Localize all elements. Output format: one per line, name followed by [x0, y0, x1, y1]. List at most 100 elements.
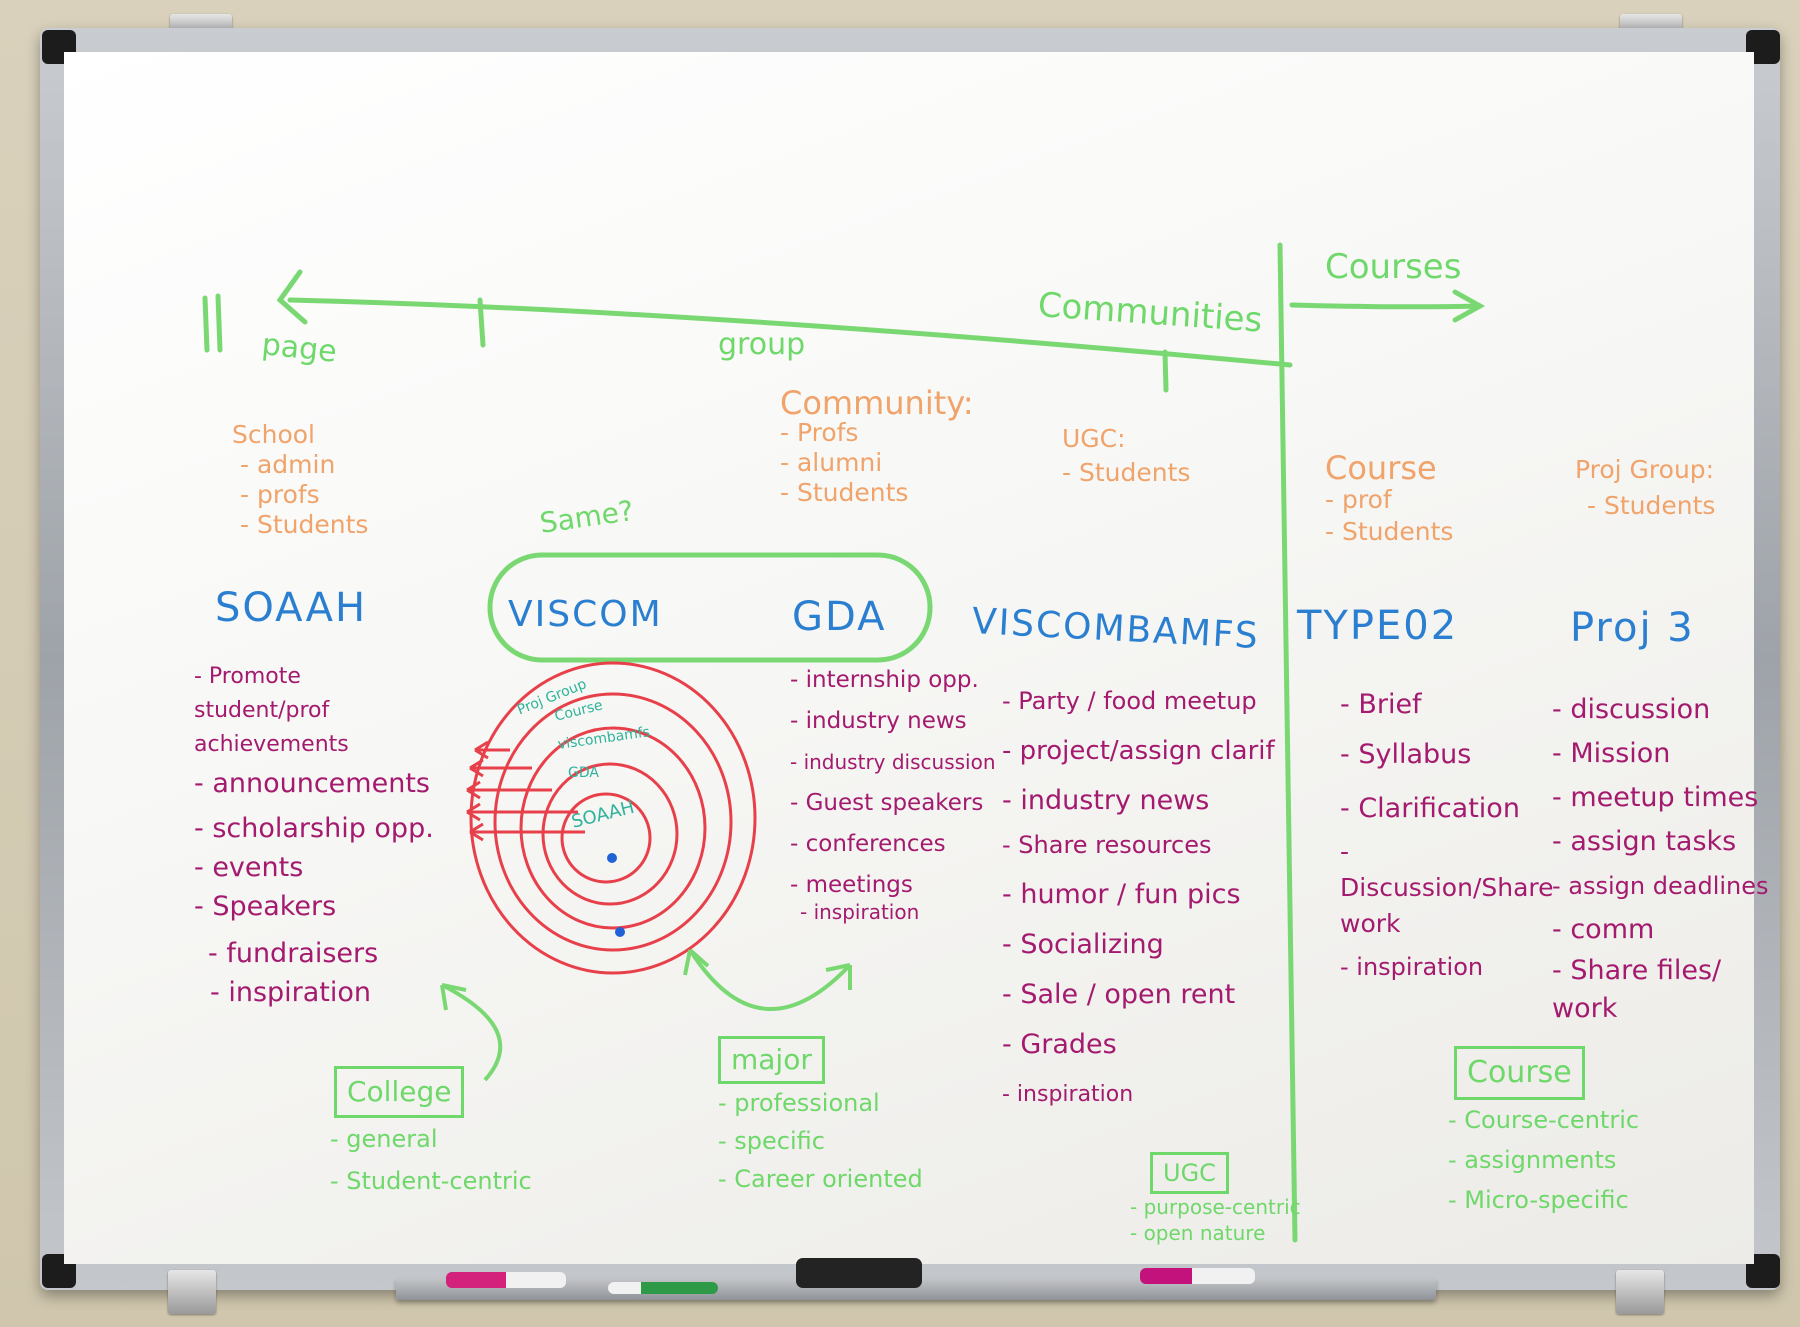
audience-course-title: Course: [1325, 449, 1437, 487]
magenta-marker[interactable]: [1140, 1268, 1255, 1284]
category-major-item: - specific: [718, 1127, 825, 1155]
pink-marker[interactable]: [446, 1272, 566, 1288]
viscombamfs-item: - project/assign clarif: [1002, 736, 1275, 766]
viscombamfs-item: - Party / food meetup: [1002, 687, 1257, 715]
viscombamfs-item: - Sale / open rent: [1002, 979, 1236, 1010]
proj3-list: - discussion - Mission - meetup times - …: [1552, 688, 1769, 1028]
soaah-item: - events: [194, 852, 304, 883]
category-college: College - general - Student-centric: [330, 1066, 532, 1202]
audience-school-item: - admin: [240, 450, 336, 479]
viscombamfs-item: - inspiration: [1002, 1082, 1134, 1107]
proj3-item: - assign tasks: [1552, 826, 1737, 857]
audience-community-item: - alumni: [780, 448, 883, 477]
timeline-arrow: [202, 242, 1486, 1243]
audience-community: Community: - Profs - alumni - Students: [780, 384, 974, 508]
category-course-item: - Micro-specific: [1448, 1186, 1629, 1214]
category-course-item: - Course-centric: [1448, 1106, 1640, 1134]
proj3-item: - meetup times: [1552, 782, 1759, 813]
group-title-soaah: SOAAH: [215, 585, 368, 631]
category-major-item: - professional: [718, 1089, 880, 1117]
audience-projgroup: Proj Group: - Students: [1575, 452, 1715, 524]
concentric-rings: [469, 661, 757, 975]
audience-community-item: - Profs: [780, 418, 859, 447]
audience-projgroup-title: Proj Group:: [1575, 455, 1715, 484]
soaah-item: - Promote student/prof achievements: [194, 664, 349, 757]
timeline-courses-label: Courses: [1325, 247, 1462, 287]
soaah-item: - fundraisers: [208, 938, 379, 969]
category-major-item: - Career oriented: [718, 1165, 923, 1193]
audience-community-title: Community:: [780, 384, 974, 422]
category-course-title: Course: [1454, 1046, 1585, 1100]
type02-list: - Brief - Syllabus - Clarification - Dis…: [1340, 680, 1554, 992]
audience-school-title: School: [232, 420, 315, 449]
category-ugc-item: - open nature: [1130, 1221, 1266, 1245]
whiteboard-eraser[interactable]: [796, 1258, 922, 1288]
audience-course-item: - Students: [1325, 517, 1454, 546]
category-ugc-title: UGC: [1150, 1152, 1229, 1194]
category-college-title: College: [334, 1066, 465, 1118]
gda-item: - Guest speakers: [790, 790, 984, 816]
type02-item: - inspiration: [1340, 953, 1484, 981]
whiteboard-surface: [64, 52, 1754, 1264]
category-ugc: UGC - purpose-centric - open nature: [1130, 1152, 1301, 1246]
audience-school: School - admin - profs - Students: [232, 420, 368, 540]
soaah-item: - inspiration: [210, 977, 372, 1008]
audience-community-item: - Students: [780, 478, 909, 507]
green-marker[interactable]: [608, 1282, 718, 1294]
gda-list: - internship opp. - industry news - indu…: [790, 660, 996, 933]
proj3-item: - Mission: [1552, 738, 1671, 769]
audience-projgroup-item: - Students: [1587, 491, 1716, 520]
audience-ugc-title: UGC:: [1062, 424, 1126, 453]
group-title-type02: TYPE02: [1297, 603, 1459, 649]
gda-item: - inspiration: [800, 900, 920, 924]
audience-ugc-item: - Students: [1062, 458, 1191, 487]
viscombamfs-item: - industry news: [1002, 785, 1210, 816]
proj3-item: - assign deadlines: [1552, 872, 1769, 900]
category-major: major - professional - specific - Career…: [718, 1036, 923, 1198]
audience-course-item: - prof: [1325, 485, 1392, 514]
category-course: Course - Course-centric - assignments - …: [1448, 1046, 1639, 1220]
soaah-list: - Promote student/prof achievements - an…: [194, 660, 434, 1006]
audience-course: Course - prof - Students: [1325, 452, 1453, 548]
category-ugc-item: - purpose-centric: [1130, 1195, 1301, 1219]
type02-item: - Discussion/Share work: [1340, 837, 1554, 938]
group-title-viscom: VISCOM: [508, 594, 663, 635]
type02-item: - Syllabus: [1340, 739, 1472, 770]
ring-dot-outer: [615, 927, 625, 937]
bottom-left-bracket: [168, 1270, 216, 1314]
soaah-item: - scholarship opp.: [194, 813, 434, 844]
gda-item: - meetings: [790, 872, 913, 898]
audience-school-item: - profs: [240, 480, 320, 509]
timeline-page-label: page: [260, 327, 339, 370]
gda-item: - industry news: [790, 708, 967, 734]
group-title-proj3: Proj 3: [1570, 605, 1695, 651]
viscombamfs-item: - Share resources: [1002, 831, 1212, 859]
soaah-item: - Speakers: [194, 891, 337, 922]
timeline-group-label: group: [718, 327, 806, 362]
category-college-item: - general: [330, 1125, 438, 1153]
curved-arrows: [440, 948, 852, 1082]
category-major-title: major: [718, 1036, 825, 1084]
gda-item: - conferences: [790, 831, 946, 857]
category-college-item: - Student-centric: [330, 1167, 532, 1195]
gda-item: - internship opp.: [790, 667, 979, 693]
proj3-item: - comm: [1552, 914, 1655, 945]
category-course-item: - assignments: [1448, 1146, 1617, 1174]
gda-item: - industry discussion: [790, 750, 996, 774]
type02-item: - Clarification: [1340, 793, 1520, 824]
ring-arrows: [466, 740, 585, 842]
soaah-item: - announcements: [194, 768, 430, 799]
type02-item: - Brief: [1340, 689, 1422, 720]
ring-dot-inner: [607, 853, 617, 863]
audience-school-item: - Students: [240, 510, 369, 539]
proj3-item: - Share files/ work: [1552, 955, 1722, 1024]
bottom-right-bracket: [1616, 1270, 1664, 1314]
viscom-gda-capsule: [487, 552, 933, 663]
viscombamfs-item: - humor / fun pics: [1002, 879, 1241, 910]
audience-ugc: UGC: - Students: [1062, 422, 1190, 490]
ring-label-gda: GDA: [568, 765, 599, 781]
group-title-gda: GDA: [792, 594, 887, 640]
viscombamfs-item: - Grades: [1002, 1029, 1117, 1060]
viscombamfs-item: - Socializing: [1002, 929, 1164, 960]
